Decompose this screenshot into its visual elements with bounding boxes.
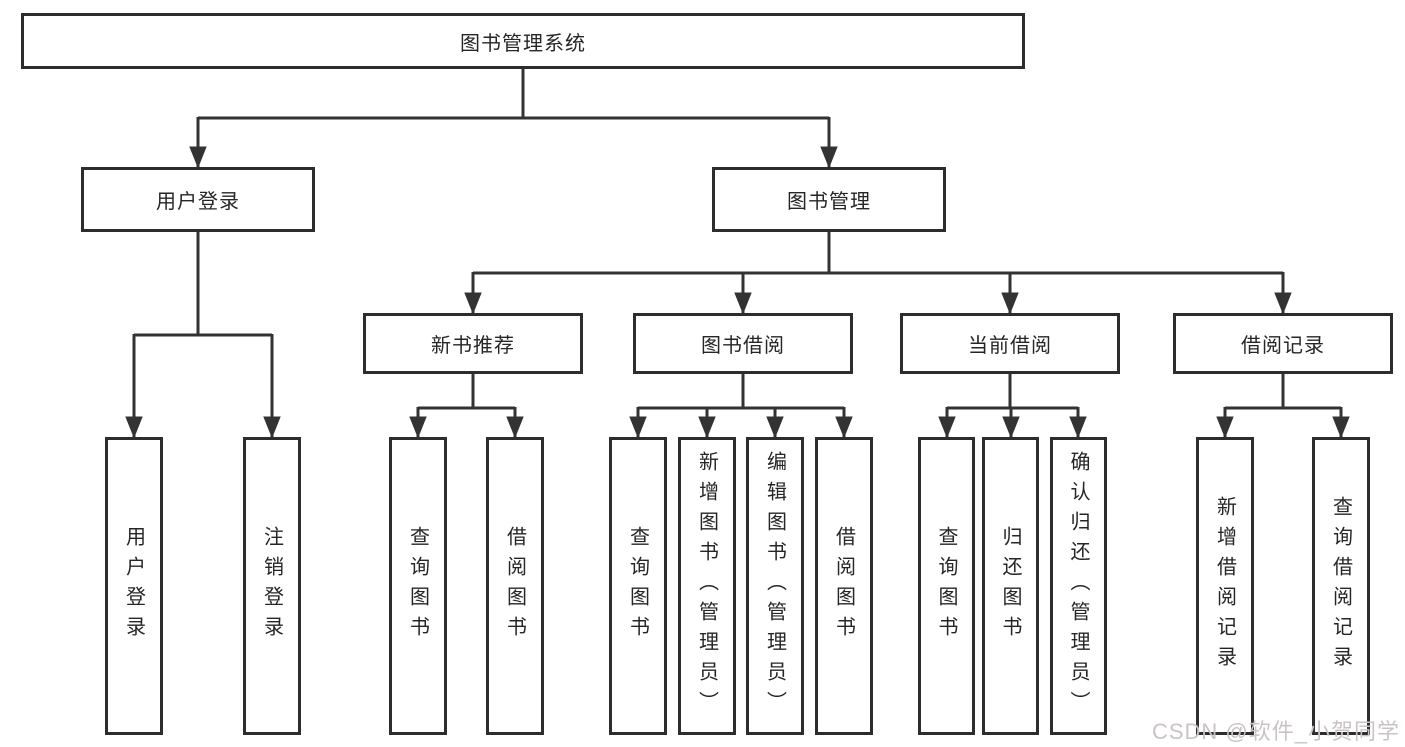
node-book-borrow: 图书借阅 [633,313,853,374]
node-book-management: 图书管理 [712,167,946,232]
leaf-user-login: 用户登录 [105,437,163,735]
leaf-current-return-book-label: 归还图书 [999,526,1021,646]
leaf-logout: 注销登录 [243,437,301,735]
connector-root-to-level2 [198,69,829,167]
leaf-borrow-query-book-label: 查询图书 [626,526,649,646]
leaf-recommend-borrow-book: 借阅图书 [486,437,544,735]
leaf-current-confirm-return-admin: 确认归还（管理员） [1050,437,1107,735]
node-borrow-records: 借阅记录 [1173,313,1393,374]
leaf-records-query-record-label: 查询借阅记录 [1329,496,1352,676]
leaf-user-login-label: 用户登录 [122,526,145,646]
leaf-recommend-query-book-label: 查询图书 [406,526,429,646]
leaf-borrow-edit-book-admin-label: 编辑图书（管理员） [763,451,786,721]
connector-book-borrow-to-leaves [638,374,844,437]
leaf-borrow-borrow-book: 借阅图书 [815,437,873,735]
leaf-logout-label: 注销登录 [260,526,283,646]
connector-book-management-to-level3 [473,232,1283,313]
connector-new-book-recommend-to-leaves [418,374,515,437]
leaf-records-add-record: 新增借阅记录 [1196,437,1254,735]
leaf-current-confirm-return-admin-label: 确认归还（管理员） [1067,451,1089,721]
connector-user-login-to-leaves [134,232,272,437]
node-current-borrow: 当前借阅 [900,313,1120,374]
leaf-borrow-add-book-admin-label: 新增图书（管理员） [695,451,718,721]
node-root-system: 图书管理系统 [21,13,1025,69]
leaf-recommend-query-book: 查询图书 [389,437,447,735]
leaf-borrow-add-book-admin: 新增图书（管理员） [678,437,736,735]
leaf-borrow-edit-book-admin: 编辑图书（管理员） [746,437,804,735]
leaf-current-return-book: 归还图书 [982,437,1039,735]
leaf-current-query-book-label: 查询图书 [935,526,957,646]
leaf-recommend-borrow-book-label: 借阅图书 [503,526,526,646]
node-new-book-recommend: 新书推荐 [363,313,583,374]
node-user-login: 用户登录 [81,167,315,232]
leaf-records-query-record: 查询借阅记录 [1312,437,1370,735]
connector-borrow-records-to-leaves [1225,374,1341,437]
leaf-borrow-borrow-book-label: 借阅图书 [832,526,855,646]
leaf-records-add-record-label: 新增借阅记录 [1213,496,1236,676]
leaf-borrow-query-book: 查询图书 [609,437,667,735]
connector-current-borrow-to-leaves [947,374,1078,437]
leaf-current-query-book: 查询图书 [918,437,975,735]
